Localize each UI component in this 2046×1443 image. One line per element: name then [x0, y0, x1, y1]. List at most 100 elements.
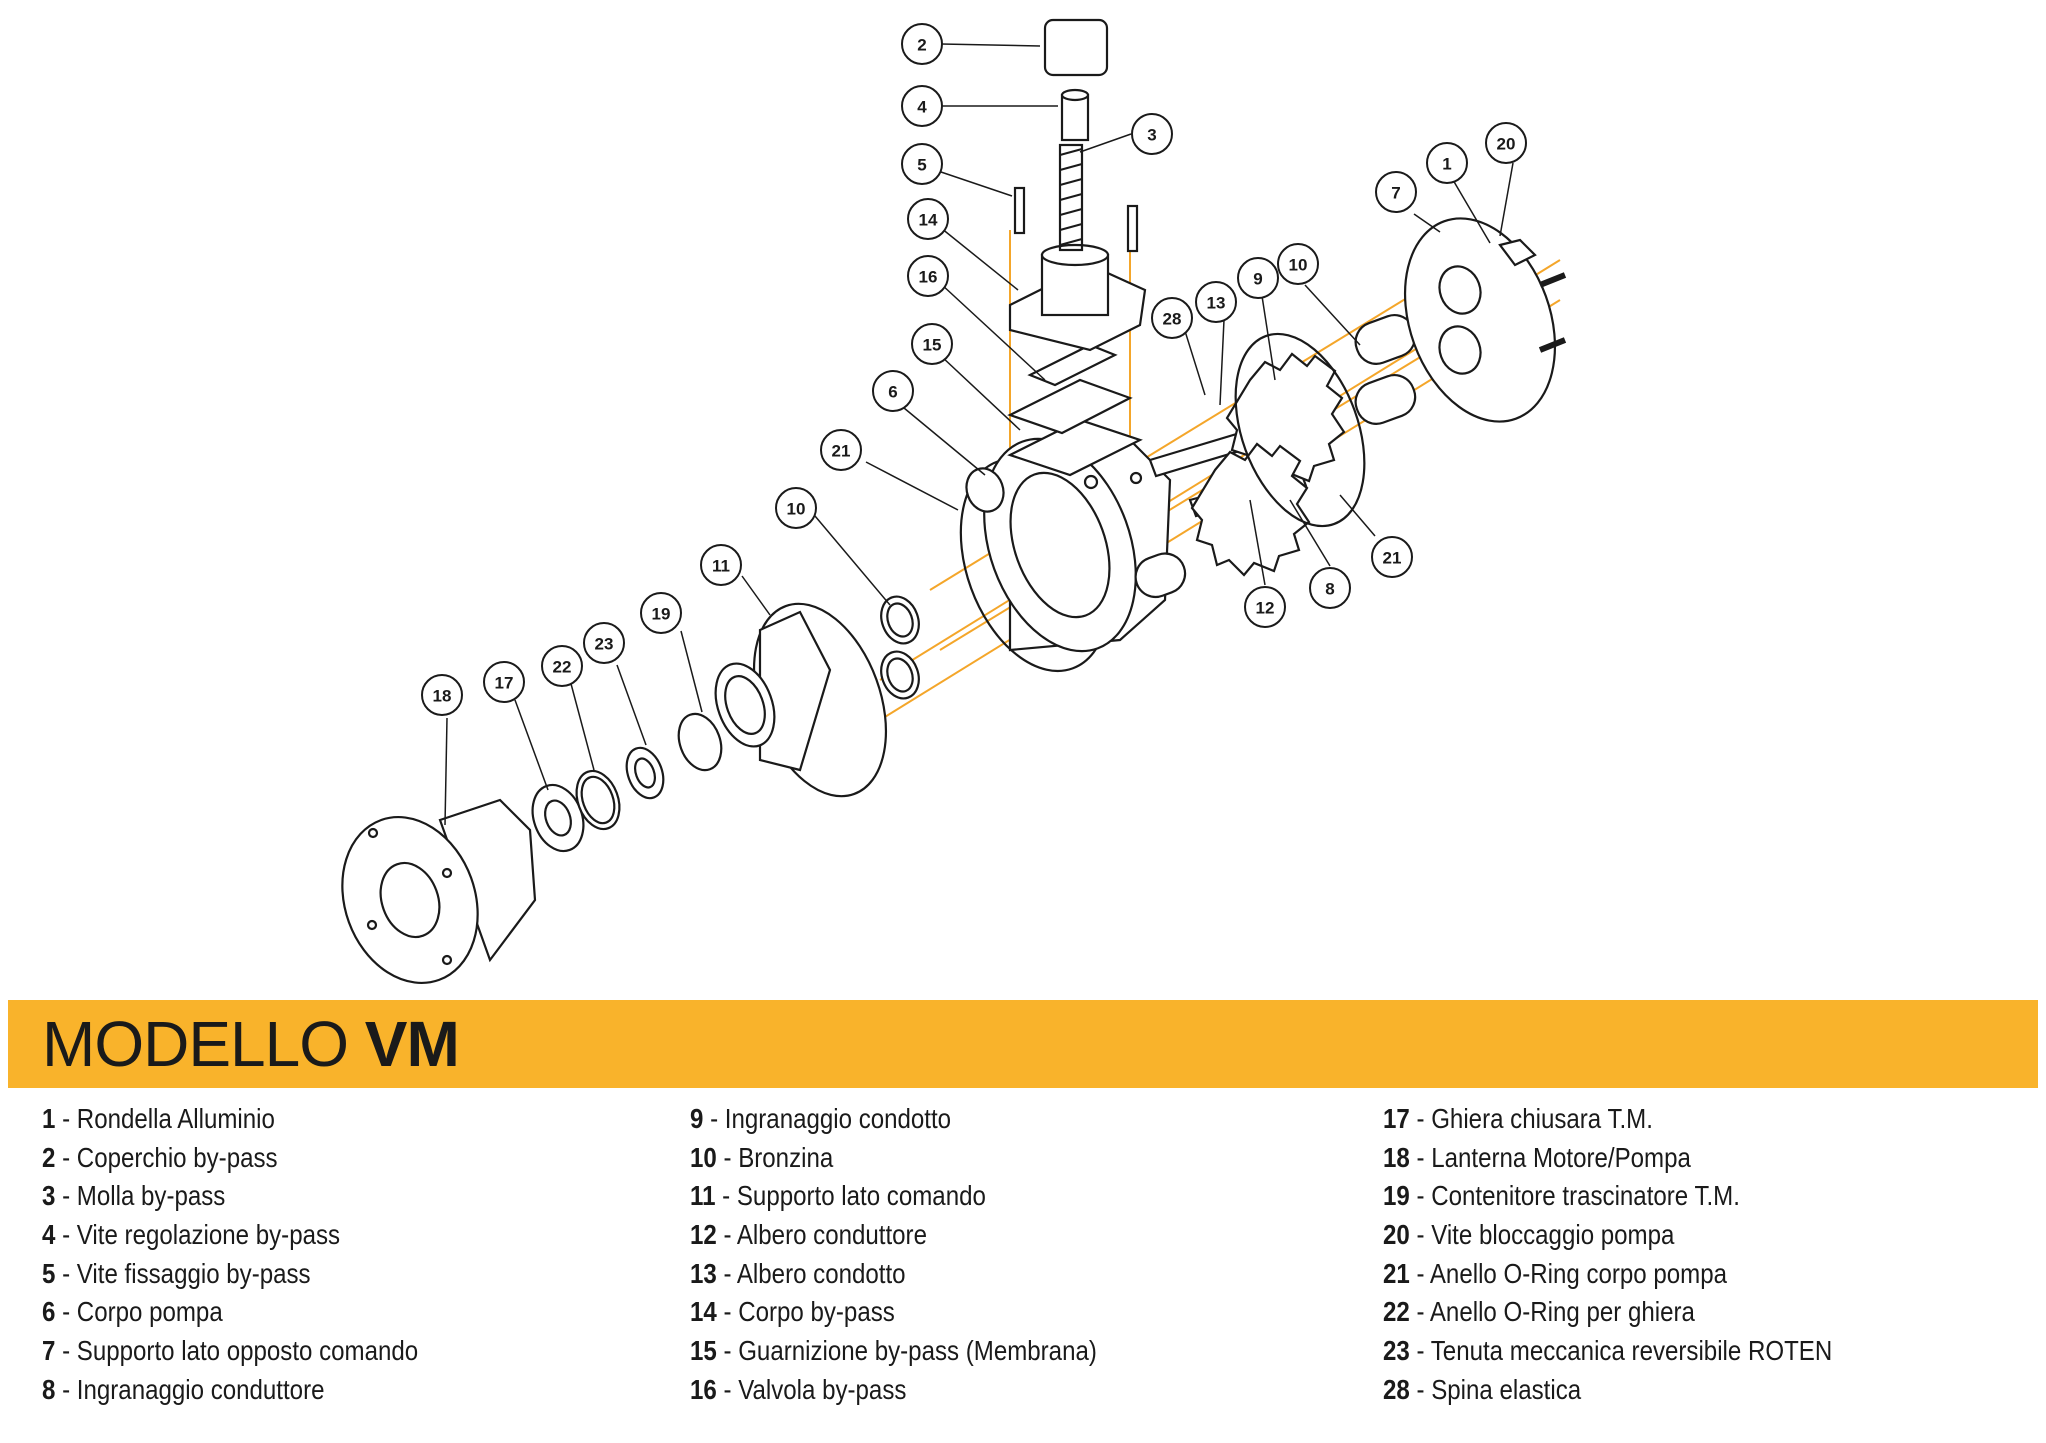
- callout-13: 13: [1195, 281, 1237, 323]
- callout-number: 7: [1391, 184, 1400, 203]
- callout-number: 14: [919, 211, 938, 230]
- callout-number: 28: [1163, 310, 1182, 329]
- callout-number: 21: [1383, 549, 1402, 568]
- legend-item-separator: -: [55, 1103, 77, 1134]
- legend-item: 19 - Contenitore trascinatore T.M.: [1383, 1177, 1832, 1216]
- legend-item-number: 14: [690, 1296, 717, 1328]
- pump-parts: [341, 18, 1567, 985]
- part-bronzine-left: [880, 595, 920, 700]
- legend-item-separator: -: [715, 1180, 737, 1212]
- legend-item-number: 2: [42, 1141, 56, 1173]
- legend-item-label: Supporto lato opposto comando: [76, 1335, 419, 1367]
- callout-14: 14: [907, 198, 949, 240]
- legend-item: 8 - Ingranaggio conduttore: [42, 1371, 418, 1410]
- callout-23: 23: [583, 622, 625, 664]
- exploded-pump-diagram: 2435141615621101119232217182813910712021…: [341, 18, 1567, 985]
- legend-item-separator: -: [703, 1103, 725, 1134]
- callout-number: 20: [1497, 135, 1516, 154]
- legend-item-label: Anello O-Ring corpo pompa: [1429, 1257, 1728, 1289]
- legend-item: 3 - Molla by-pass: [42, 1177, 418, 1216]
- callout-number: 12: [1256, 599, 1275, 618]
- legend-item-separator: -: [1409, 1141, 1432, 1173]
- legend-item-label: Contenitore trascinatore T.M.: [1431, 1180, 1740, 1212]
- callout-number: 5: [917, 156, 926, 175]
- legend-item-separator: -: [55, 1141, 77, 1173]
- callout-11: 11: [700, 544, 742, 586]
- legend-item: 12 - Albero conduttore: [690, 1216, 1097, 1255]
- callout-16: 16: [907, 255, 949, 297]
- legend-item-separator: -: [1409, 1103, 1432, 1134]
- callout-6: 6: [872, 370, 914, 412]
- callout-number: 4: [917, 98, 927, 117]
- legend-item: 10 - Bronzina: [690, 1139, 1097, 1178]
- legend-item-label: Vite regolazione by-pass: [76, 1219, 341, 1251]
- callout-28: 28: [1151, 297, 1193, 339]
- legend-item: 14 - Corpo by-pass: [690, 1293, 1097, 1332]
- legend-item: 2 - Coperchio by-pass: [42, 1139, 418, 1178]
- legend-item-label: Vite bloccaggio pompa: [1431, 1219, 1675, 1251]
- legend-item-label: Tenuta meccanica reversibile ROTEN: [1430, 1335, 1833, 1367]
- callout-circle: [907, 198, 949, 240]
- legend-item: 4 - Vite regolazione by-pass: [42, 1216, 418, 1255]
- legend-item-number: 15: [690, 1335, 717, 1367]
- callout-19: 19: [640, 592, 682, 634]
- part-supporto-opposto: [1403, 217, 1567, 423]
- callout-circle: [775, 487, 817, 529]
- part-bypass-hardware: [1013, 18, 1139, 253]
- callout-circle: [541, 645, 583, 687]
- callout-12: 12: [1244, 586, 1286, 628]
- model-banner: MODELLO VM: [8, 1000, 2038, 1088]
- legend-item-separator: -: [716, 1335, 739, 1367]
- legend-item-number: 7: [42, 1335, 56, 1367]
- legend-item-number: 10: [690, 1141, 717, 1173]
- legend-item-label: Valvola by-pass: [738, 1373, 907, 1405]
- legend-item-number: 11: [690, 1180, 716, 1212]
- part-corpo-pompa: [965, 437, 1187, 653]
- legend-item-label: Ingranaggio condotto: [724, 1103, 952, 1134]
- legend-item-number: 3: [42, 1180, 56, 1212]
- legend-item-label: Lanterna Motore/Pompa: [1431, 1141, 1691, 1173]
- legend-item-number: 9: [690, 1103, 704, 1134]
- callout-17: 17: [483, 661, 525, 703]
- callout-circle: [901, 143, 943, 185]
- callout-10: 10: [1277, 243, 1319, 285]
- callout-number: 21: [832, 442, 851, 461]
- legend-item-number: 28: [1383, 1373, 1410, 1405]
- legend-item-label: Molla by-pass: [76, 1180, 226, 1212]
- legend-item-label: Supporto lato comando: [736, 1180, 986, 1212]
- legend-column-3: 17 - Ghiera chiusara T.M.18 - Lanterna M…: [1383, 1100, 1905, 1410]
- callout-number: 3: [1147, 126, 1156, 145]
- part-supporto-comando: [714, 602, 888, 798]
- legend-item: 13 - Albero condotto: [690, 1255, 1097, 1294]
- legend-item-number: 23: [1383, 1335, 1410, 1367]
- legend-item-separator: -: [55, 1335, 77, 1367]
- callout-number: 10: [1289, 256, 1308, 275]
- legend-item-label: Rondella Alluminio: [76, 1103, 275, 1134]
- legend-item-separator: -: [55, 1180, 77, 1212]
- legend-item-separator: -: [716, 1141, 739, 1173]
- legend-item-number: 22: [1383, 1296, 1410, 1328]
- callout-number: 13: [1207, 294, 1226, 313]
- callout-7: 7: [1375, 171, 1417, 213]
- callout-circle: [820, 429, 862, 471]
- callout-number: 16: [919, 268, 938, 287]
- callout-circle: [1151, 297, 1193, 339]
- model-title-code: VM: [364, 1008, 460, 1080]
- legend-item-label: Corpo by-pass: [738, 1296, 895, 1328]
- legend-item-label: Albero conduttore: [736, 1219, 927, 1251]
- callout-circle: [901, 85, 943, 127]
- legend-item: 1 - Rondella Alluminio: [42, 1100, 418, 1139]
- callout-circle: [1277, 243, 1319, 285]
- callout-circle: [1426, 142, 1468, 184]
- legend-item-separator: -: [1409, 1257, 1430, 1289]
- callout-circle: [1485, 122, 1527, 164]
- callout-18: 18: [421, 674, 463, 716]
- callout-21: 21: [820, 429, 862, 471]
- legend-item-number: 16: [690, 1373, 717, 1405]
- legend-item-separator: -: [1409, 1219, 1432, 1251]
- legend-item-separator: -: [55, 1373, 77, 1405]
- callout-circle: [1371, 536, 1413, 578]
- part-bypass: [1007, 243, 1147, 477]
- legend-item: 23 - Tenuta meccanica reversibile ROTEN: [1383, 1332, 1832, 1371]
